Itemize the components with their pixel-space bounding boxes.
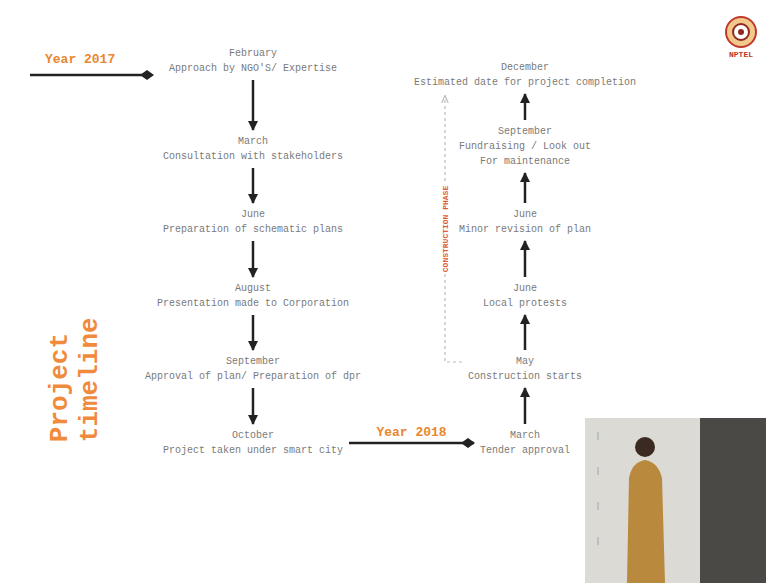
timeline-arrow [252,388,255,424]
entry-month: October [163,428,343,443]
timeline-entry: JuneMinor revision of plan [459,207,591,237]
phase-label: CONSTRUCTION PHASE [441,184,450,274]
nptel-logo [726,17,756,47]
entry-event: Minor revision of plan [459,222,591,237]
entry-month: June [459,207,591,222]
entry-event: Construction starts [468,369,582,384]
timeline-entry: FebruaryApproach by NGO'S/ Expertise [169,46,337,76]
timeline-entry: SeptemberFundraising / Look out For main… [455,124,595,169]
year-line [349,442,474,445]
entry-event: Estimated date for project completion [414,75,636,90]
timeline-arrow [252,168,255,203]
timeline-entry: DecemberEstimated date for project compl… [414,60,636,90]
timeline-arrow [252,80,255,130]
entry-event: Approach by NGO'S/ Expertise [169,61,337,76]
timeline-entry: JunePreparation of schematic plans [163,207,343,237]
timeline-arrow [252,241,255,277]
video-wall [700,418,766,583]
entry-event: Project taken under smart city [163,443,343,458]
entry-month: June [163,207,343,222]
year-label: Year 2018 [376,425,446,440]
entry-month: February [169,46,337,61]
entry-month: May [468,354,582,369]
entry-event: Tender approval [480,443,570,458]
year-label: Year 2017 [45,52,115,67]
timeline-entry: SeptemberApproval of plan/ Preparation o… [145,354,361,384]
video-mark [598,537,599,545]
video-frame [585,418,766,583]
presenter-video [585,418,766,583]
presenter-body [627,460,665,583]
entry-month: September [145,354,361,369]
entry-month: September [455,124,595,139]
timeline-entry: OctoberProject taken under smart city [163,428,343,458]
timeline-entry: MarchConsultation with stakeholders [163,134,343,164]
video-mark [598,467,599,475]
entry-event: Consultation with stakeholders [163,149,343,164]
entry-event: Approval of plan/ Preparation of dpr [145,369,361,384]
year-line [30,74,146,77]
logo-core [733,24,749,40]
timeline-arrow [252,315,255,350]
timeline-arrow [524,241,527,277]
entry-event: Local protests [483,296,567,311]
entry-month: August [157,281,349,296]
logo-dot [738,29,744,35]
presenter-head [635,437,655,457]
entry-month: March [163,134,343,149]
entry-event: Preparation of schematic plans [163,222,343,237]
entry-event: Presentation made to Corporation [157,296,349,311]
video-mark [598,432,599,440]
timeline-entry: JuneLocal protests [483,281,567,311]
timeline-arrow [524,173,527,203]
entry-event: Fundraising / Look out For maintenance [455,139,595,169]
video-mark [598,502,599,510]
timeline-arrow [524,388,527,424]
slide-heading: Project timeline [45,302,105,442]
timeline-entry: MarchTender approval [480,428,570,458]
timeline-arrow [524,315,527,350]
timeline-arrow [524,94,527,120]
logo-label: NPTEL [729,50,753,59]
entry-month: June [483,281,567,296]
timeline-entry: MayConstruction starts [468,354,582,384]
diamond-head [140,70,154,80]
timeline-entry: AugustPresentation made to Corporation [157,281,349,311]
entry-month: December [414,60,636,75]
entry-month: March [480,428,570,443]
logo-ring [726,17,756,47]
